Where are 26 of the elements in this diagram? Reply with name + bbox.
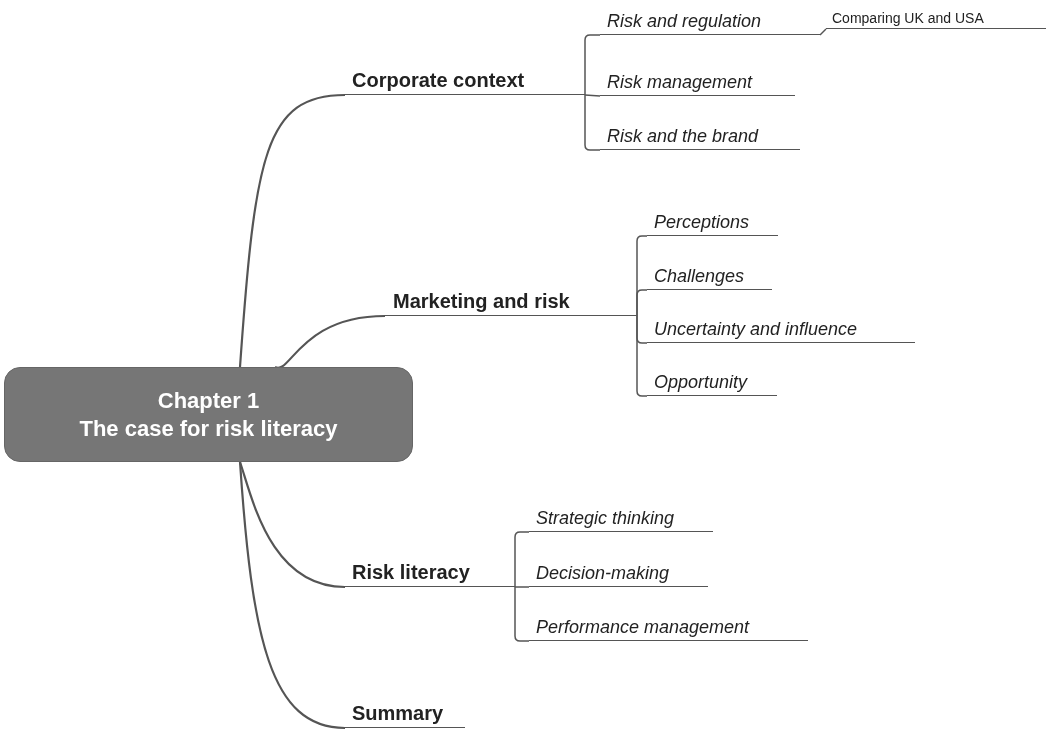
branch-label: Strategic thinking (536, 508, 675, 529)
root-title: The case for risk literacy (79, 414, 338, 443)
branch-label: Comparing UK and USA (832, 10, 984, 26)
connector-line (584, 94, 601, 97)
branch-label: Opportunity (654, 372, 748, 393)
branch-label: Performance management (536, 617, 750, 638)
branch-label: Perceptions (654, 212, 750, 233)
connector-line (514, 586, 530, 588)
branch-label: Risk literacy (352, 561, 470, 584)
central-topic-box (4, 367, 413, 462)
connector-line (636, 315, 648, 397)
branch-label: Marketing and risk (393, 290, 570, 313)
connector-line (819, 28, 827, 36)
connector-line (636, 289, 648, 317)
connector-line (238, 461, 346, 589)
branch-label: Uncertainty and influence (654, 319, 858, 340)
root-title: Chapter 1 (157, 386, 260, 415)
branch-label: Risk and the brand (607, 126, 759, 147)
branch-label: Summary (352, 702, 444, 725)
branch-label: Decision-making (536, 563, 670, 584)
branch-label: Challenges (654, 266, 745, 287)
branch-label: Risk management (607, 72, 753, 93)
connector-line (238, 93, 346, 368)
branch-label: Corporate context (352, 69, 525, 92)
branch-label: Risk and regulation (607, 11, 762, 32)
connector-line (238, 461, 346, 730)
